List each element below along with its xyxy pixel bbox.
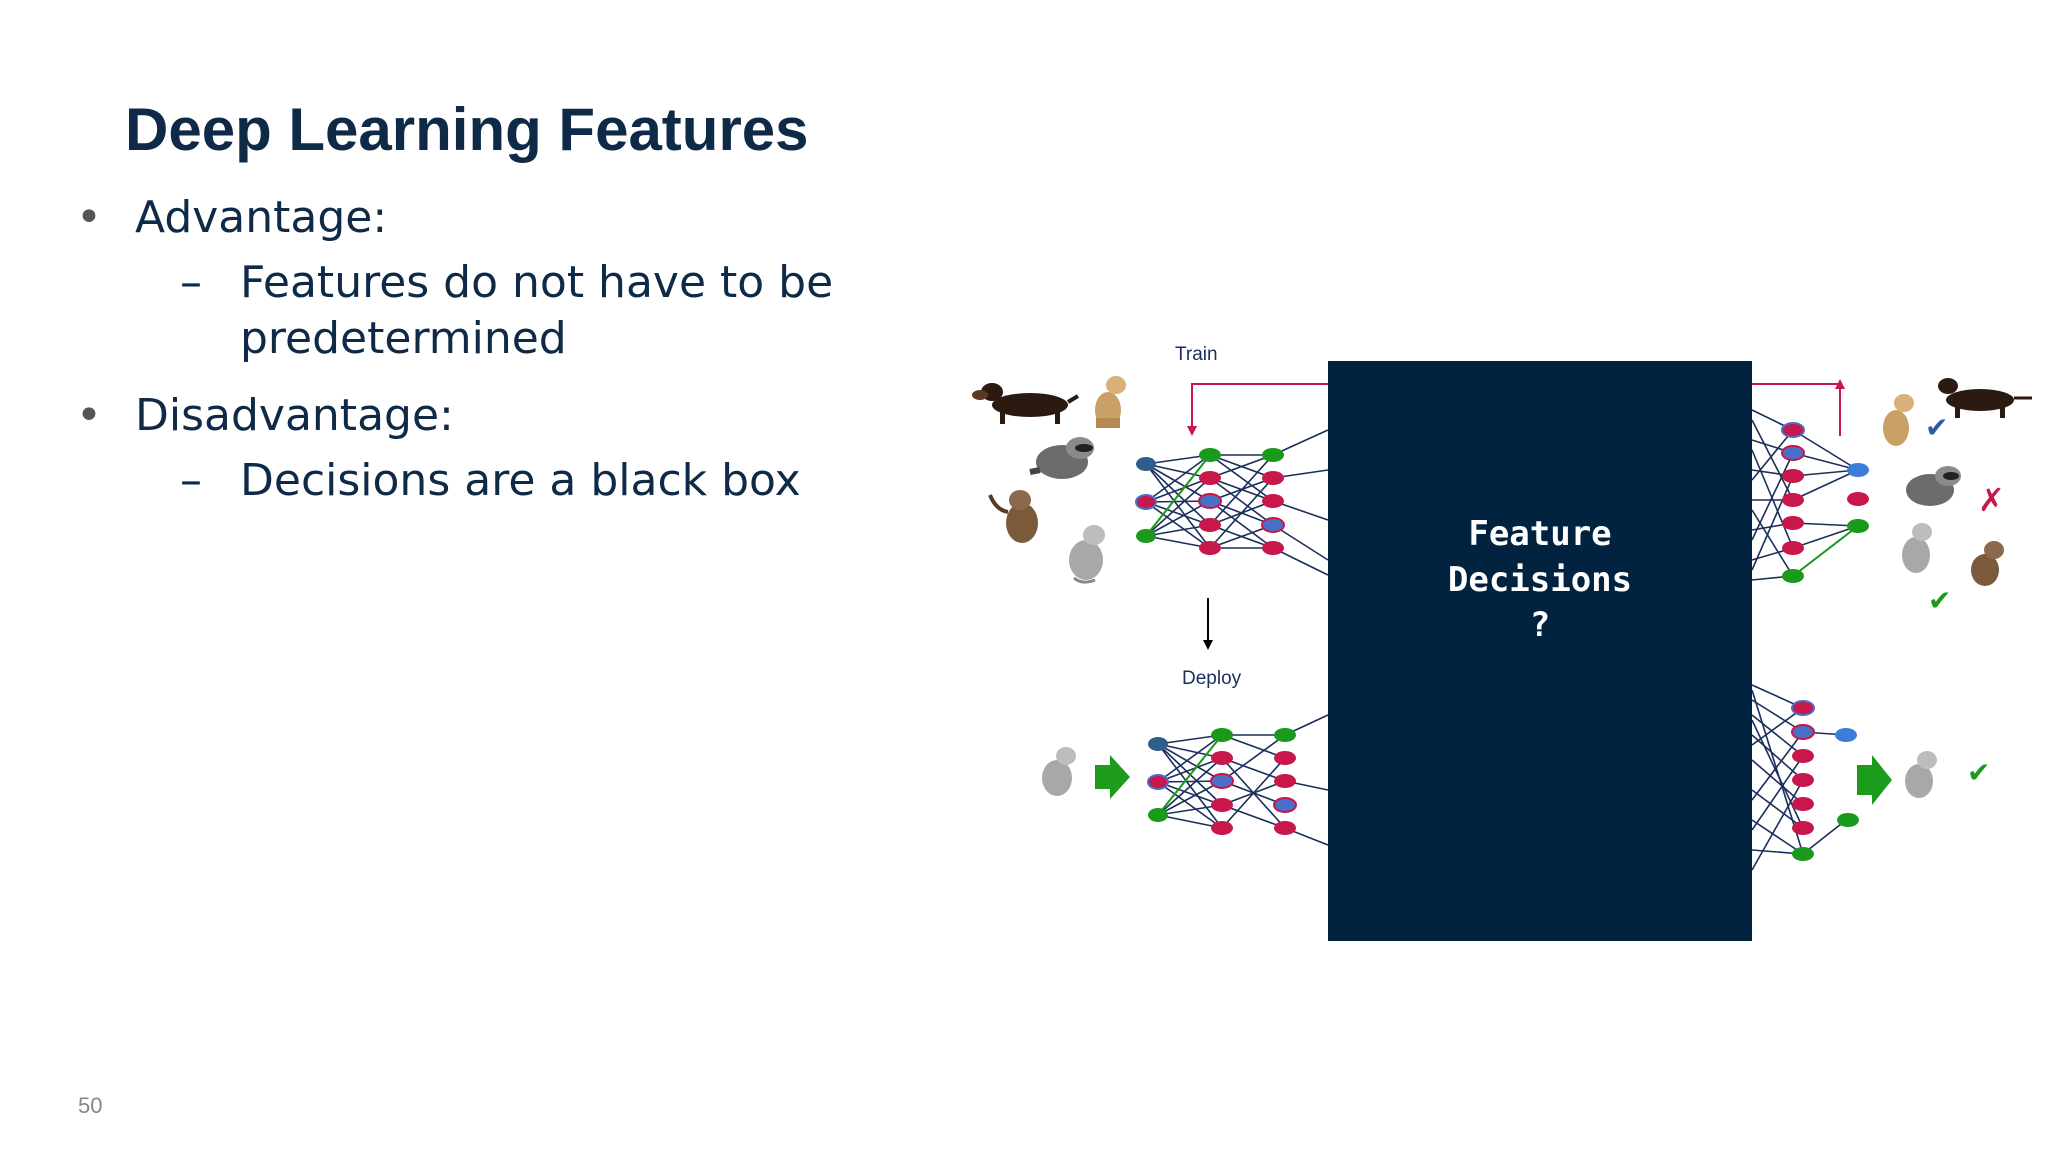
bullet-marker: • [76, 390, 102, 441]
green-arrow-input [1095, 755, 1130, 799]
labrador-image-right [1883, 394, 1914, 446]
labrador-image-left [1095, 376, 1126, 428]
deploy-network-right-edges [1751, 684, 1847, 871]
gray-cat-image-deploy-left [1042, 747, 1076, 796]
deploy-network-left-nodes [1147, 728, 1297, 835]
dachshund-image-left [972, 383, 1080, 424]
raccoon-image-left [1029, 437, 1094, 479]
page-number: 50 [78, 1093, 103, 1118]
dachshund-image-right [1938, 378, 2032, 418]
slide-title: Deep Learning Features [125, 96, 809, 163]
train-network-right-nodes [1781, 422, 1869, 583]
arrowhead-down [1187, 426, 1197, 436]
gray-cat-image-right [1902, 523, 1932, 573]
sub-bullet-disadvantage: Decisions are a black box [240, 455, 801, 506]
gray-cat-image-deploy-right [1905, 751, 1937, 798]
tabby-cat-image-left [988, 490, 1038, 543]
deploy-label: Deploy [1182, 668, 1242, 689]
box-text-decisions: Decisions [1448, 560, 1632, 600]
deploy-green-path [1157, 734, 1223, 816]
cross-icon-raccoon: ✗ [1978, 482, 2005, 518]
box-text-feature: Feature [1468, 514, 1611, 554]
train-network-left-nodes [1135, 448, 1285, 555]
deploy-network-right-nodes [1791, 700, 1859, 861]
check-icon-deploy: ✔ [1967, 757, 1990, 788]
sub-bullet-advantage-line1: Features do not have to be [240, 257, 834, 308]
tabby-cat-image-right [1971, 541, 2004, 586]
dash-marker: – [180, 257, 202, 308]
black-box [1328, 361, 1752, 941]
box-text-question: ? [1530, 605, 1550, 645]
sub-bullet-advantage-line2: predetermined [240, 313, 567, 364]
arrowhead-up [1835, 379, 1845, 389]
bullet-disadvantage: Disadvantage: [135, 390, 454, 441]
train-right-green-path [1792, 525, 1859, 577]
bullet-advantage: Advantage: [135, 192, 388, 243]
dash-marker: – [180, 455, 202, 506]
raccoon-image-right [1906, 466, 1961, 506]
green-arrow-output [1857, 755, 1892, 805]
train-label: Train [1175, 344, 1218, 365]
train-feedback-arrow-left [1191, 383, 1328, 430]
check-icon-cat: ✔ [1928, 585, 1951, 616]
deploy-arrowhead [1203, 640, 1213, 650]
check-icon-dog: ✔ [1925, 412, 1948, 443]
train-network-right-edges [1751, 409, 1859, 581]
gray-cat-image-left [1069, 525, 1105, 584]
deploy-network-left-edges [1157, 714, 1329, 846]
bullet-marker: • [76, 192, 102, 243]
train-green-path [1145, 454, 1211, 537]
